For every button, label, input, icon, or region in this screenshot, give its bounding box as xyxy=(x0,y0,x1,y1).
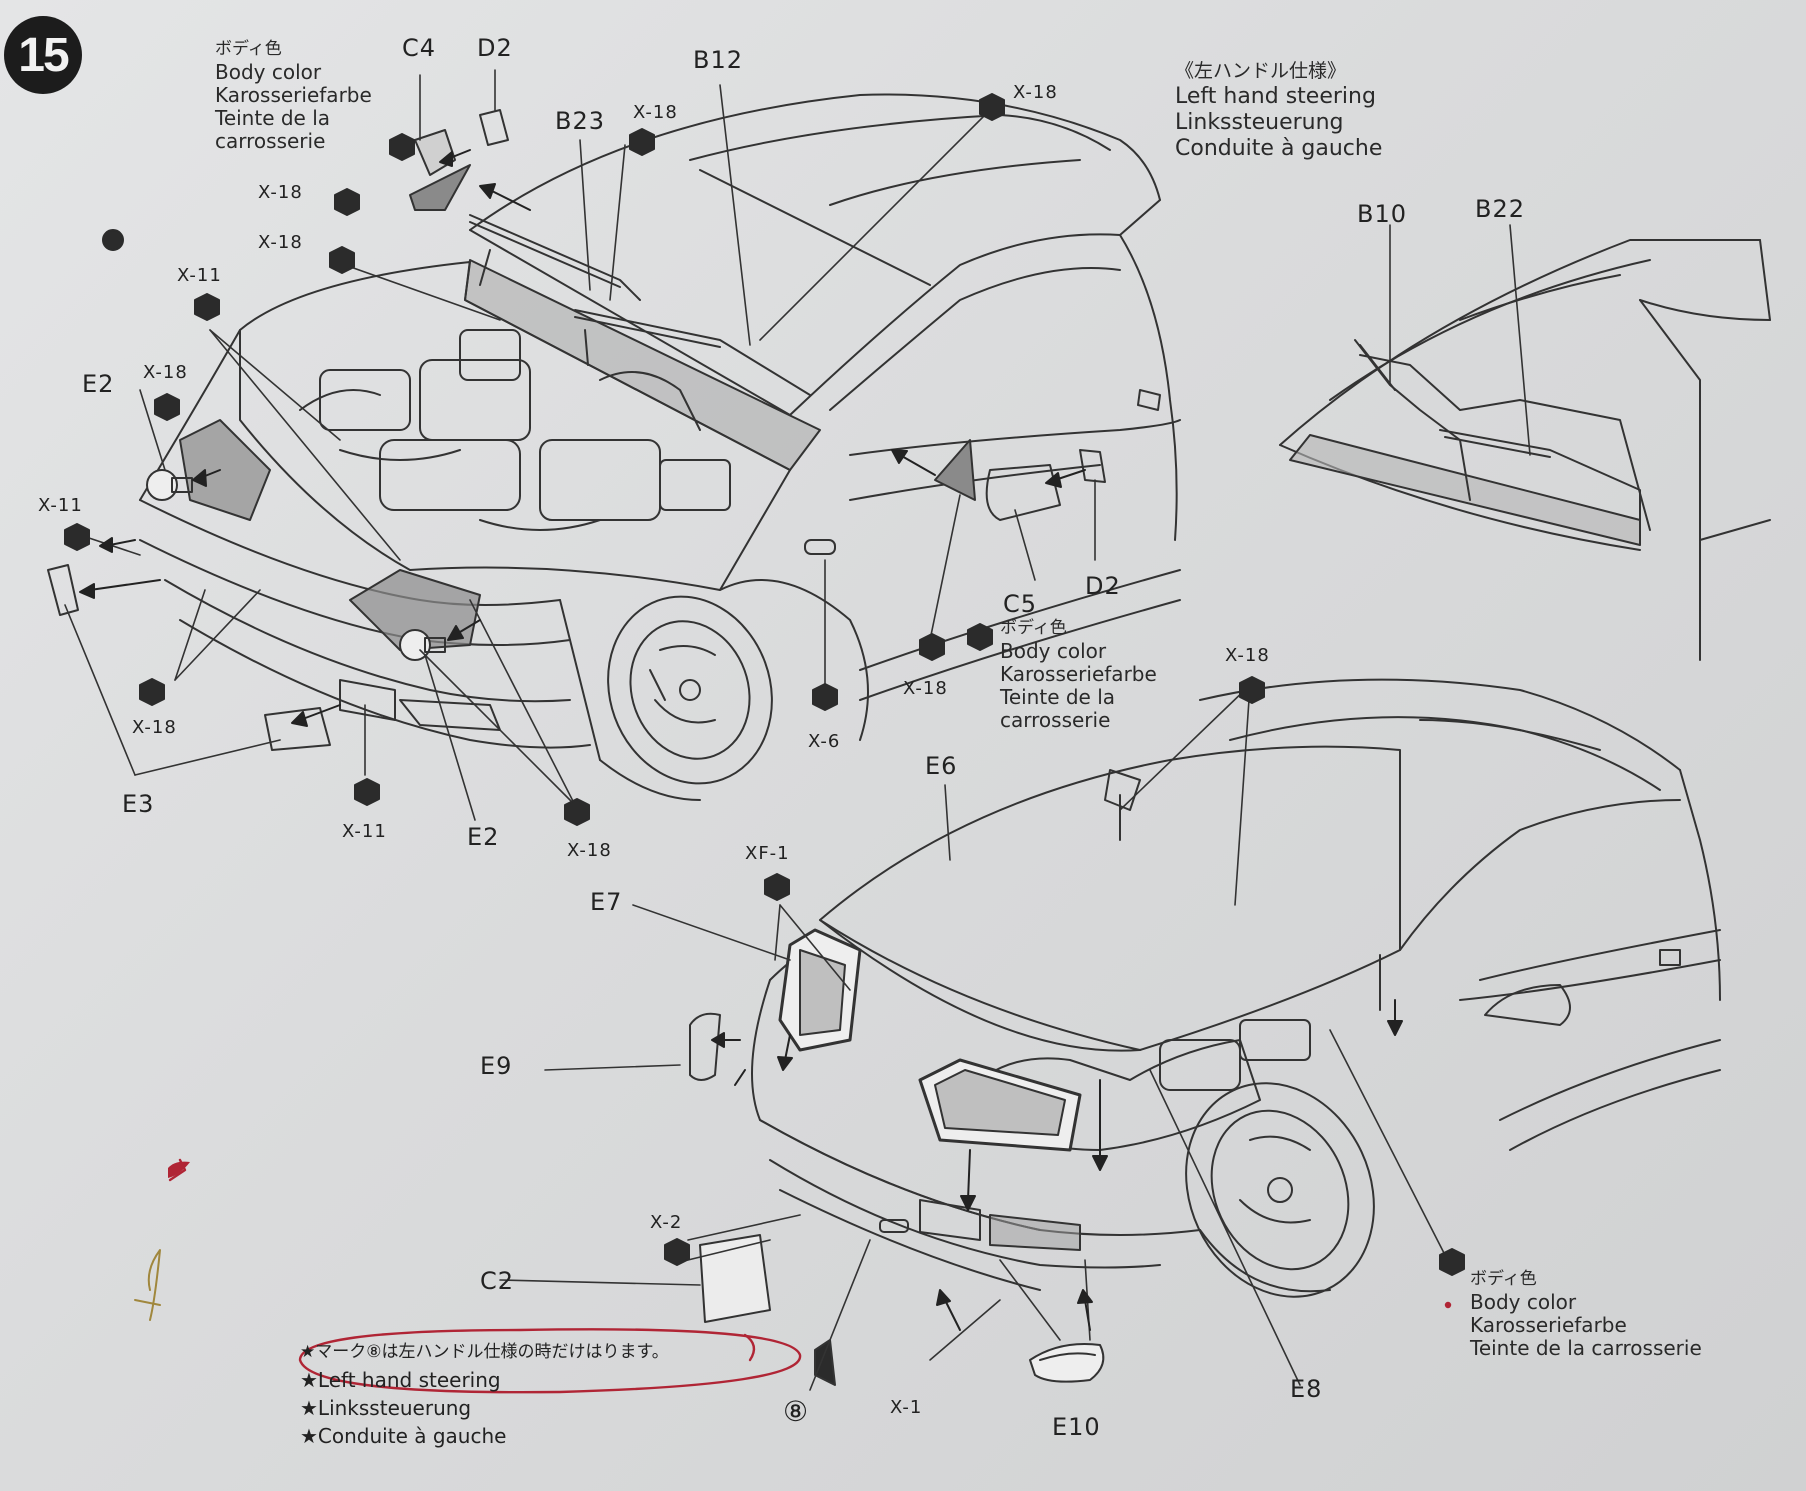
part-label-c5: C5 xyxy=(1003,590,1038,618)
arrows xyxy=(79,149,1403,1331)
body-color-label-top: ボディ色 Body color Karosseriefarbe Teinte d… xyxy=(215,38,372,153)
stain-mark-red xyxy=(168,1161,190,1178)
body-color-bottom-fr: Teinte de la carrosserie xyxy=(1470,1336,1702,1360)
paint-code-x11-bottom: X-11 xyxy=(342,821,387,842)
part-label-c4: C4 xyxy=(402,34,437,62)
part-label-e10: E10 xyxy=(1052,1413,1101,1441)
part-label-b22: B22 xyxy=(1475,195,1526,223)
paint-markers xyxy=(64,93,1465,1276)
mirror-parts xyxy=(409,109,1106,521)
paint-code-x18-mid: X-18 xyxy=(258,232,303,253)
part-label-e3: E3 xyxy=(122,790,155,818)
wipers-top-left xyxy=(469,214,811,396)
lhd-title-jp: 《左ハンドル仕様》 xyxy=(1175,60,1347,82)
lhd-title-fr: Conduite à gauche xyxy=(1175,136,1383,161)
car-lhd-inset xyxy=(1279,239,1771,661)
paint-code-x1: X-1 xyxy=(890,1397,923,1418)
body-color-jp: ボディ色 xyxy=(215,39,282,59)
part-label-e7: E7 xyxy=(590,888,623,916)
lhd-note-fr: ★Conduite à gauche xyxy=(300,1424,507,1448)
handwritten-annotation xyxy=(168,1158,1452,1394)
mark-8-label: ⑧ xyxy=(783,1395,810,1428)
body-color-fr-2: carrosserie xyxy=(215,129,326,153)
body-color-c5-fr-2: carrosserie xyxy=(1000,708,1111,732)
lhd-note-en: ★Left hand steering xyxy=(300,1368,501,1392)
body-color-bottom-en: Body color xyxy=(1470,1290,1577,1314)
part-label-d2-mirror: D2 xyxy=(1085,572,1121,600)
part-label-d2-top: D2 xyxy=(477,34,513,62)
paint-code-x18-top: X-18 xyxy=(1013,82,1058,103)
part-label-e6: E6 xyxy=(925,752,958,780)
paint-code-x6: X-6 xyxy=(808,731,841,752)
paint-code-x11-left: X-11 xyxy=(38,495,83,516)
lhd-note: ★マーク⑧は左ハンドル仕様の時だけはります。 ★Left hand steeri… xyxy=(300,1338,669,1450)
part-label-e2-left: E2 xyxy=(82,370,115,398)
paint-code-x18-e2: X-18 xyxy=(143,362,188,383)
lhd-note-de: ★Linkssteuerung xyxy=(300,1396,472,1420)
leader-lines xyxy=(64,69,1531,1391)
step-number-badge: 15 xyxy=(4,16,82,94)
paint-code-x18-e2b: X-18 xyxy=(567,840,612,861)
part-label-c2: C2 xyxy=(480,1267,515,1295)
lhd-title-en: Left hand steering xyxy=(1175,84,1376,109)
body-color-c5-en: Body color xyxy=(1000,639,1107,663)
body-color-fr-1: Teinte de la xyxy=(215,106,331,130)
car-bottom xyxy=(689,678,1721,1386)
part-label-e9: E9 xyxy=(480,1052,513,1080)
paint-code-x18-left: X-18 xyxy=(132,717,177,738)
stain-marks xyxy=(134,1249,161,1321)
part-label-e2-bottom: E2 xyxy=(467,823,500,851)
paint-code-x18-c4: X-18 xyxy=(258,182,303,203)
body-color-bottom-jp: ボディ色 xyxy=(1470,1269,1537,1289)
body-color-c5-de: Karosseriefarbe xyxy=(1000,662,1157,686)
body-color-de: Karosseriefarbe xyxy=(215,83,372,107)
lhd-note-jp: ★マーク⑧は左ハンドル仕様の時だけはります。 xyxy=(300,1342,669,1362)
body-color-label-bottom: ボディ色 Body color Karosseriefarbe Teinte d… xyxy=(1470,1268,1702,1360)
lamp-parts-top xyxy=(47,469,446,751)
body-color-en: Body color xyxy=(215,60,322,84)
paint-code-x2: X-2 xyxy=(650,1212,683,1233)
part-label-e8: E8 xyxy=(1290,1375,1323,1403)
lhd-title-de: Linkssteuerung xyxy=(1175,110,1344,135)
body-color-bottom-de: Karosseriefarbe xyxy=(1470,1313,1627,1337)
body-color-c5-jp: ボディ色 xyxy=(1000,618,1067,638)
body-color-c5-fr-1: Teinte de la xyxy=(1000,685,1116,709)
paint-code-xf1: XF-1 xyxy=(745,843,790,864)
paint-code-x18-hood: X-18 xyxy=(1225,645,1270,666)
part-label-b23: B23 xyxy=(555,107,606,135)
car-top-left xyxy=(139,93,1181,801)
part-label-b12: B12 xyxy=(693,46,744,74)
paint-code-x18-c5: X-18 xyxy=(903,678,948,699)
part-label-b10: B10 xyxy=(1357,200,1408,228)
paint-code-x18-b23: X-18 xyxy=(633,102,678,123)
lhd-title: 《左ハンドル仕様》 Left hand steering Linkssteuer… xyxy=(1175,58,1382,162)
body-color-label-c5: ボディ色 Body color Karosseriefarbe Teinte d… xyxy=(1000,617,1157,732)
paint-code-x11-top: X-11 xyxy=(177,265,222,286)
